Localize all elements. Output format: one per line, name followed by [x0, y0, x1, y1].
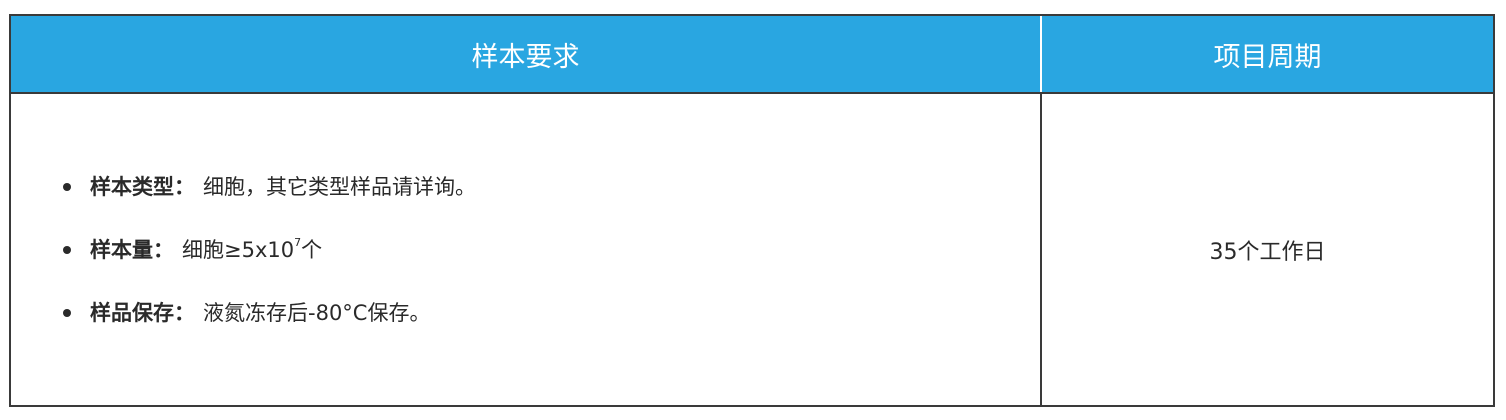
requirement-label: 样本类型： — [90, 175, 195, 199]
requirements-list: 样本类型： 细胞，其它类型样品请详询。 样本量： 细胞≥5x107个 样品保存：… — [63, 172, 476, 361]
header-sample-requirements: 样本要求 — [471, 41, 580, 73]
requirement-value: 液氮冻存后-80°C保存。 — [203, 301, 431, 325]
sample-requirements-table: 样本要求 项目周期 样本类型： 细胞，其它类型样品请详询。 样本量： 细胞≥5x… — [9, 14, 1495, 407]
requirement-sample-type: 样本类型： 细胞，其它类型样品请详询。 — [63, 172, 476, 235]
table-header-row: 样本要求 项目周期 — [11, 16, 1493, 94]
project-cycle-cell: 35个工作日 — [1042, 94, 1493, 405]
requirement-sample-storage: 样品保存： 液氮冻存后-80°C保存。 — [63, 298, 476, 361]
header-project-cycle: 项目周期 — [1213, 41, 1322, 73]
project-cycle-value: 35个工作日 — [1209, 239, 1326, 265]
bullet-icon — [63, 246, 71, 254]
exponent: 7 — [294, 236, 302, 249]
body-column-divider — [1040, 94, 1042, 405]
requirement-sample-amount: 样本量： 细胞≥5x107个 — [63, 235, 476, 298]
requirement-value: 细胞≥5x107个 — [182, 236, 323, 262]
bullet-icon — [63, 183, 71, 191]
requirements-cell: 样本类型： 细胞，其它类型样品请详询。 样本量： 细胞≥5x107个 样品保存：… — [11, 94, 1040, 405]
bullet-icon — [63, 309, 71, 317]
requirement-label: 样品保存： — [90, 301, 195, 325]
header-column-divider — [1040, 16, 1042, 92]
requirement-label: 样本量： — [90, 238, 174, 262]
requirement-value: 细胞，其它类型样品请详询。 — [203, 175, 476, 199]
